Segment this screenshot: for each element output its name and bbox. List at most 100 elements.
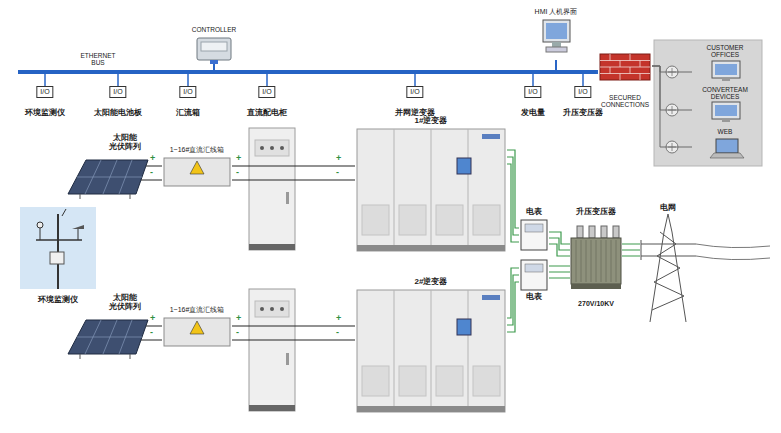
energy-meter: 电表 xyxy=(519,208,549,252)
connector xyxy=(148,166,162,180)
node-label: ETHERNET BUS xyxy=(80,52,116,66)
connector xyxy=(622,244,640,256)
pv-array xyxy=(77,160,142,194)
node-label: 270V/10KV xyxy=(578,300,614,308)
office-monitor xyxy=(712,61,740,78)
inverter-cabinet xyxy=(357,129,505,251)
dc-distribution-cabinet xyxy=(255,140,289,156)
connector xyxy=(582,74,584,86)
inverter-cabinet xyxy=(394,129,468,251)
inverter-cabinet xyxy=(357,245,505,251)
node-label: 1~16#直流汇线箱 xyxy=(170,306,225,314)
dc-distribution-cabinet xyxy=(249,289,295,411)
combiner-box xyxy=(190,161,204,174)
connector xyxy=(596,70,598,74)
polarity-sign: + xyxy=(336,154,341,163)
io-module: I/O 直流配电柜 xyxy=(239,86,295,118)
office-monitor xyxy=(712,61,740,81)
step-up-transformer xyxy=(601,226,607,238)
node-label: WEB xyxy=(718,128,733,135)
hmi-monitor xyxy=(546,47,567,52)
inverter-cabinet xyxy=(436,205,463,235)
firewall xyxy=(600,54,650,80)
weather-station xyxy=(78,229,79,240)
node-label: 电网 xyxy=(660,204,676,213)
transmission-tower xyxy=(641,240,696,260)
node-label: SECURED CONNECTIONS xyxy=(600,94,650,108)
connector xyxy=(549,266,570,278)
polarity-sign: + xyxy=(150,154,155,163)
inverter-cabinet xyxy=(362,366,389,396)
combiner-box: 1~16#直流汇线箱 xyxy=(162,306,232,348)
connector xyxy=(44,74,46,86)
io-box: I/O xyxy=(406,86,423,98)
pv-array xyxy=(68,160,148,199)
node-label: 太阳能 光伏阵列 xyxy=(102,294,148,312)
connector xyxy=(232,326,355,340)
io-module: I/O发电量 xyxy=(505,86,561,118)
node-label: 太阳能电池板 xyxy=(94,109,142,118)
step-up-transformer xyxy=(613,226,619,238)
io-box: I/O xyxy=(179,86,196,98)
connector xyxy=(652,66,692,110)
inverter-cabinet xyxy=(362,205,389,235)
pv-array xyxy=(68,320,148,354)
inverter-cabinet xyxy=(357,129,505,251)
dc-distribution-cabinet xyxy=(249,244,295,250)
inverter-cabinet xyxy=(482,295,500,300)
polarity-sign: - xyxy=(150,328,153,337)
node-label: CUSTOMER OFFICES xyxy=(700,44,750,58)
connector xyxy=(148,326,162,340)
io-box: I/O xyxy=(109,86,126,98)
pv-array xyxy=(141,166,148,180)
hmi-station: HMI 人机界面 xyxy=(528,8,584,60)
node-label: 太阳能 光伏阵列 xyxy=(102,134,148,152)
step-up-transformer xyxy=(589,226,595,238)
node-label: 电表 xyxy=(526,293,542,302)
polarity-sign: + xyxy=(150,314,155,323)
connector xyxy=(232,166,355,180)
weather-station: 环境监测仪 xyxy=(18,205,98,305)
office-monitor xyxy=(715,64,737,75)
pv-array xyxy=(141,326,148,340)
node-label: 1~16#直流汇线箱 xyxy=(170,146,225,154)
firewall xyxy=(600,54,650,80)
step-up-transformer xyxy=(571,238,621,284)
connector xyxy=(507,268,519,332)
inverter-cabinet xyxy=(357,406,505,412)
connector xyxy=(532,74,534,86)
transformer: 升压变压器270V/10KV xyxy=(570,208,622,308)
weather-station xyxy=(62,209,66,216)
energy-meter xyxy=(521,260,547,290)
polarity-sign: - xyxy=(236,328,239,337)
controller-device xyxy=(197,38,231,60)
dc-distribution-cabinet xyxy=(280,146,284,150)
transmission-tower xyxy=(650,214,686,322)
node-label: 升压变压器 xyxy=(563,109,603,118)
node-label: 直流配电柜 xyxy=(247,109,287,118)
inverter-cabinet xyxy=(473,366,500,396)
dc-distribution-cabinet xyxy=(249,405,295,411)
inverter-cabinet xyxy=(457,158,471,174)
combiner-box xyxy=(190,321,204,334)
io-box: I/O xyxy=(36,86,53,98)
dc-distribution-cabinet xyxy=(280,307,284,311)
transmission-tower xyxy=(696,244,770,260)
polarity-sign: - xyxy=(150,168,153,177)
inverter-cabinet xyxy=(394,290,468,412)
device-monitor xyxy=(715,105,737,116)
inverter: 1#逆变器 xyxy=(355,117,507,252)
polarity-sign: - xyxy=(336,168,339,177)
io-box: I/O xyxy=(258,86,275,98)
connector xyxy=(549,232,570,256)
controller-device xyxy=(197,38,231,64)
pv-array: 太阳能 光伏阵列 xyxy=(66,294,148,356)
node-label: 环境监测仪 xyxy=(38,296,78,305)
laptop xyxy=(710,153,744,158)
inverter-cabinet xyxy=(357,290,505,412)
device-monitor xyxy=(712,102,740,119)
energy-meter xyxy=(525,264,543,272)
pv-array xyxy=(68,320,148,359)
